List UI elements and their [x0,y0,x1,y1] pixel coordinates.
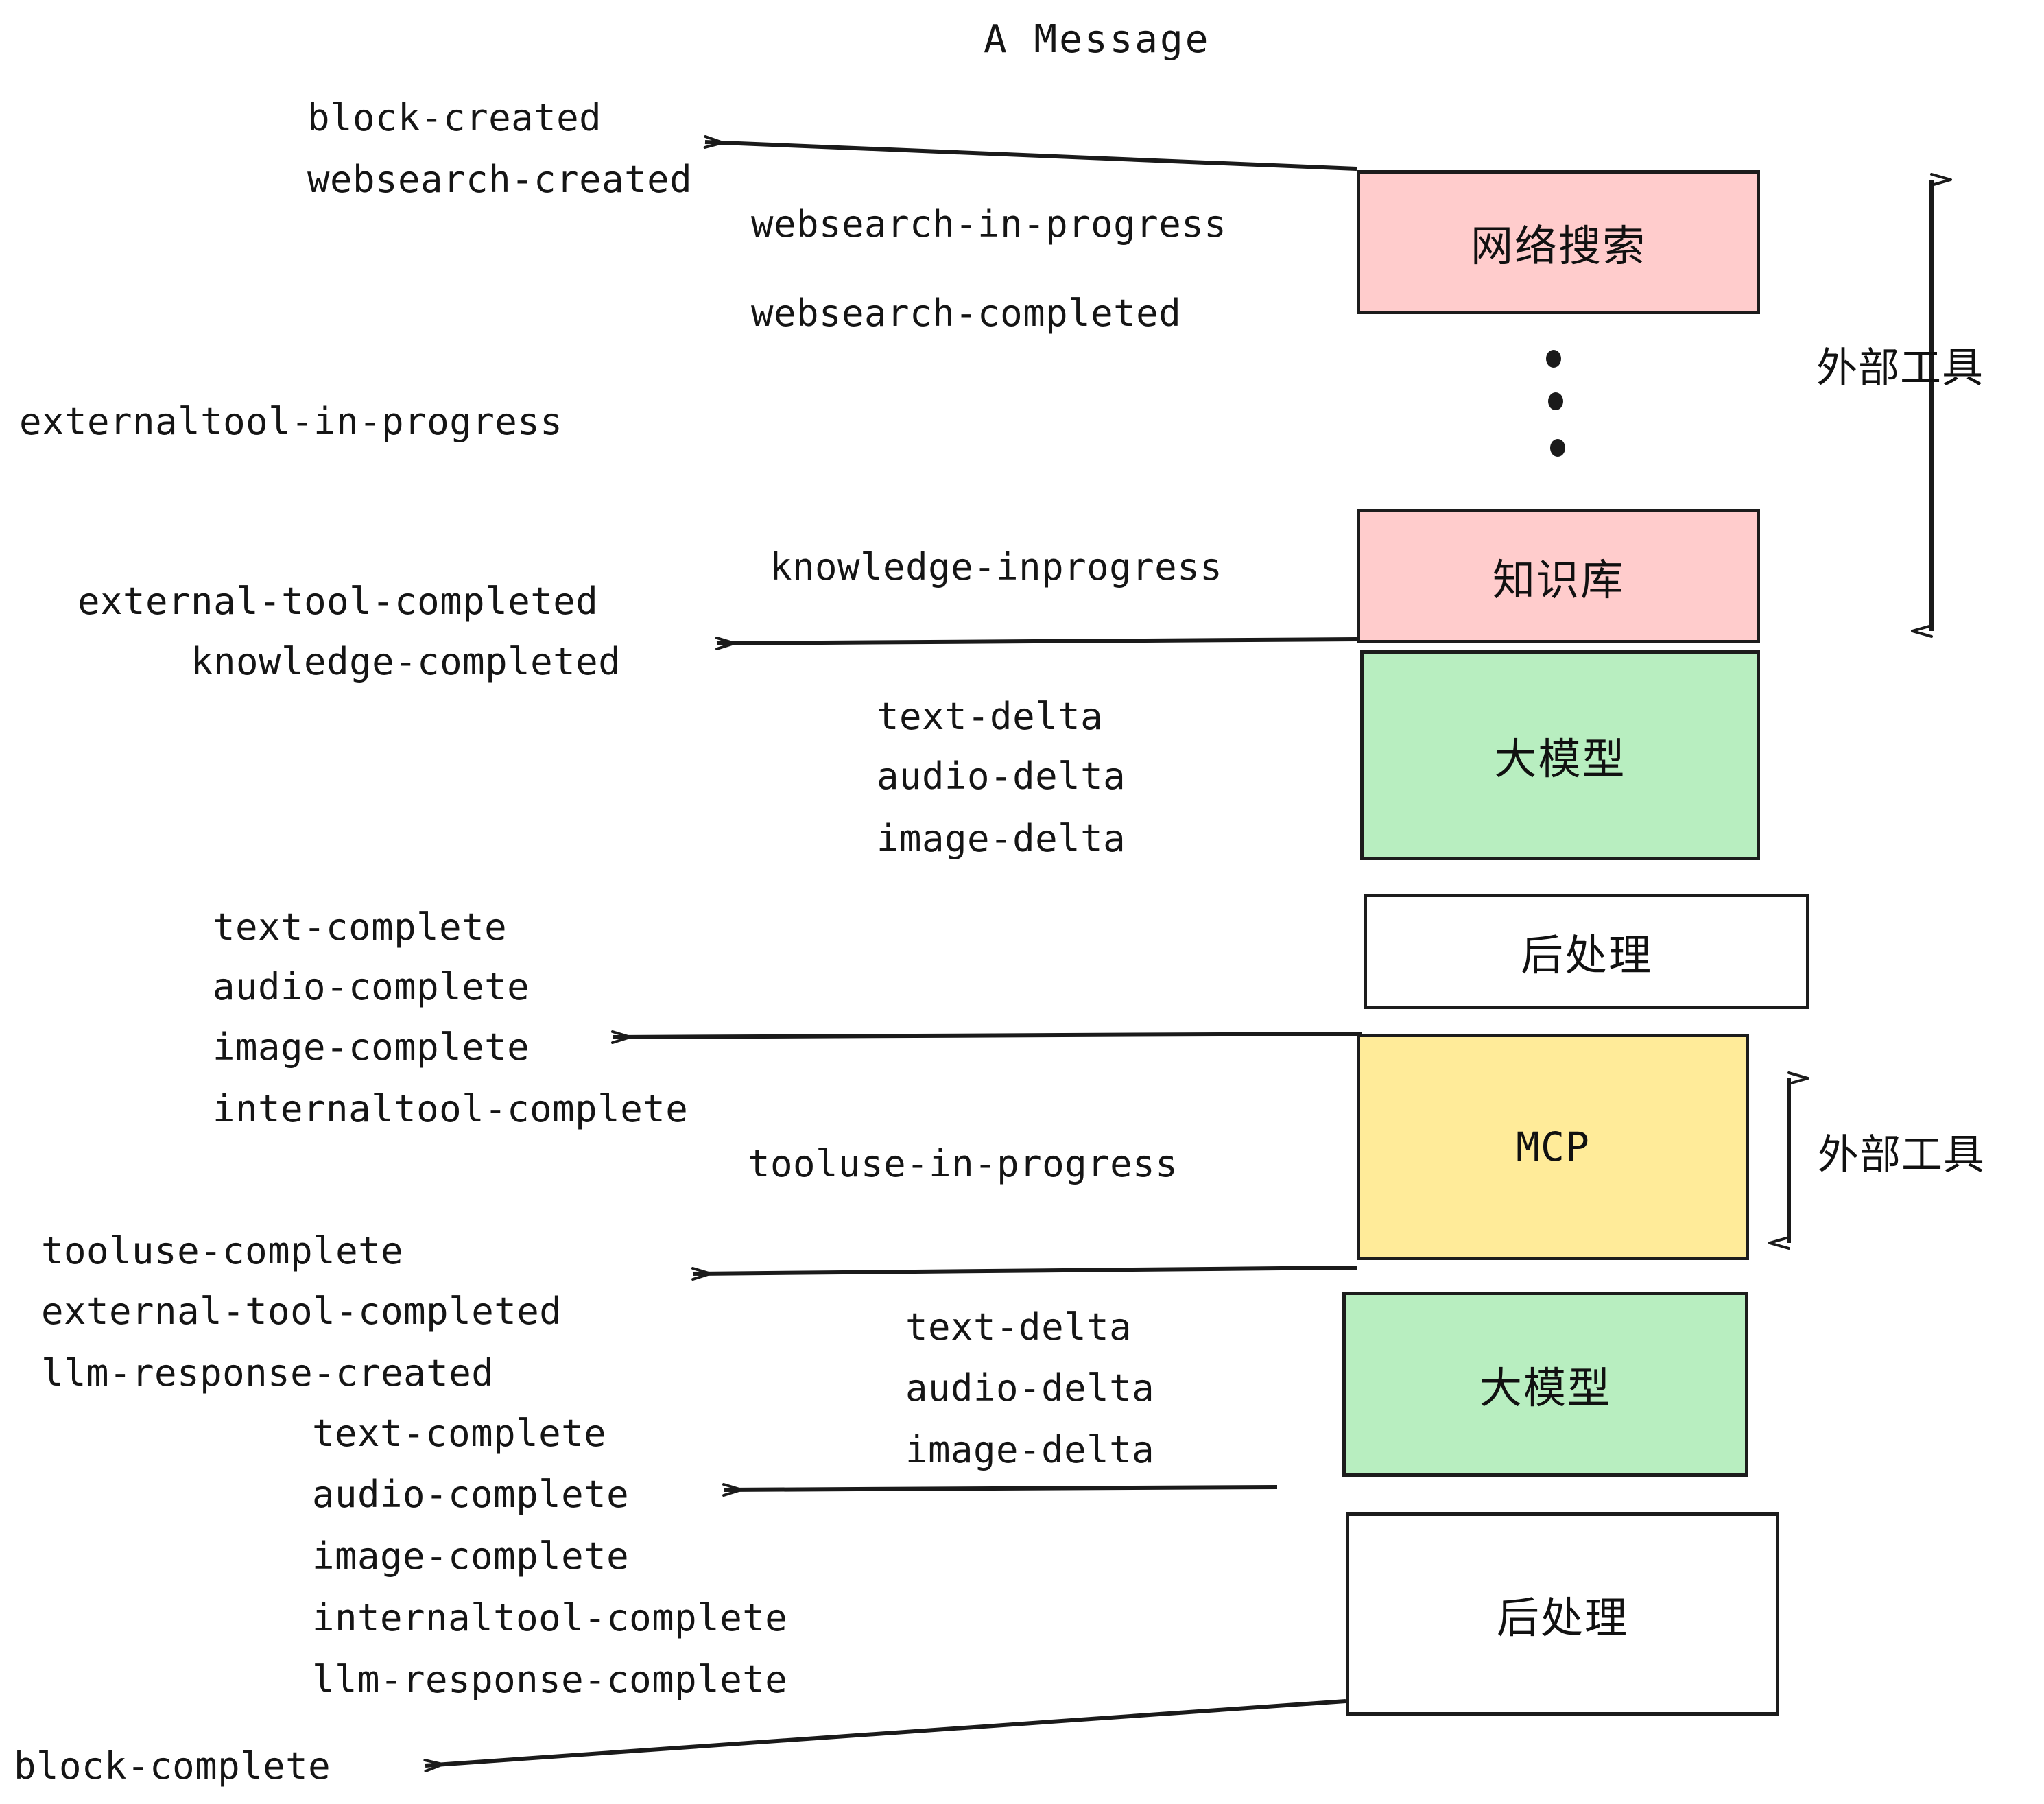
box-knowledge-label: 知识库 [1492,555,1624,605]
event-websearch-created: websearch-created [307,158,693,201]
event-image-delta-2: image-delta [905,1428,1155,1471]
event-externaltool-in-progress: externaltool-in-progress [19,400,563,443]
event-external-tool-completed-1: external-tool-completed [78,580,599,623]
event-audio-complete-2: audio-complete [312,1473,630,1516]
event-audio-delta-1: audio-delta [877,755,1126,798]
ellipsis-dot [1550,439,1565,457]
event-text-complete-2: text-complete [312,1412,607,1455]
box-postprocess-top[interactable]: 后处理 [1364,894,1809,1009]
event-image-complete-1: image-complete [213,1025,530,1069]
page-title: A Message [984,17,1211,62]
side-label-external-tool-bottom: 外部工具 [1818,1131,1985,1179]
event-internaltool-complete-2: internaltool-complete [312,1596,788,1639]
box-websearch-label: 网络搜索 [1470,221,1646,271]
arrow-postprocess-to-image-complete [610,1030,1362,1044]
event-internaltool-complete-1: internaltool-complete [213,1087,689,1130]
event-external-tool-completed-2: external-tool-completed [41,1290,562,1333]
event-image-complete-2: image-complete [312,1534,630,1578]
ellipsis-dot [1548,392,1563,410]
event-websearch-in-progress: websearch-in-progress [751,202,1227,246]
box-websearch[interactable]: 网络搜索 [1357,170,1760,314]
event-text-delta-1: text-delta [877,695,1104,738]
box-postprocess-top-label: 后处理 [1520,930,1652,980]
box-llm-bottom[interactable]: 大模型 [1342,1292,1748,1477]
event-audio-delta-2: audio-delta [905,1366,1155,1410]
box-knowledge[interactable]: 知识库 [1357,509,1760,643]
ellipsis-dot [1546,350,1561,368]
box-postprocess-bottom[interactable]: 后处理 [1346,1512,1779,1716]
box-postprocess-bottom-label: 后处理 [1496,1593,1628,1643]
arrow-llm-to-audio-complete [722,1483,1278,1497]
box-llm-bottom-label: 大模型 [1479,1363,1611,1413]
arrow-postprocess-to-block-complete [423,1699,1346,1772]
event-image-delta-1: image-delta [877,817,1126,860]
event-block-complete: block-complete [14,1744,331,1788]
event-tooluse-in-progress: tooluse-in-progress [748,1142,1178,1185]
event-websearch-completed: websearch-completed [751,292,1182,335]
event-tooluse-complete: tooluse-complete [41,1229,404,1272]
side-label-external-tool-top: 外部工具 [1816,344,1984,392]
box-llm-top-label: 大模型 [1494,734,1626,784]
box-llm-top[interactable]: 大模型 [1360,650,1760,860]
box-mcp-label: MCP [1516,1124,1590,1170]
event-block-created: block-created [307,96,602,139]
event-llm-response-complete: llm-response-complete [312,1658,788,1701]
event-knowledge-inprogress: knowledge-inprogress [770,545,1223,589]
arrow-websearch-to-block-created [703,135,1357,171]
event-knowledge-completed: knowledge-completed [191,640,621,683]
event-llm-response-created: llm-response-created [41,1351,495,1394]
arrow-knowledge-to-knowledge-completed [715,637,1357,650]
event-audio-complete-1: audio-complete [213,965,530,1008]
event-text-complete-1: text-complete [213,905,508,949]
box-mcp[interactable]: MCP [1357,1034,1749,1260]
event-text-delta-2: text-delta [905,1305,1132,1349]
arrow-mcp-to-tooluse-complete [691,1266,1357,1281]
